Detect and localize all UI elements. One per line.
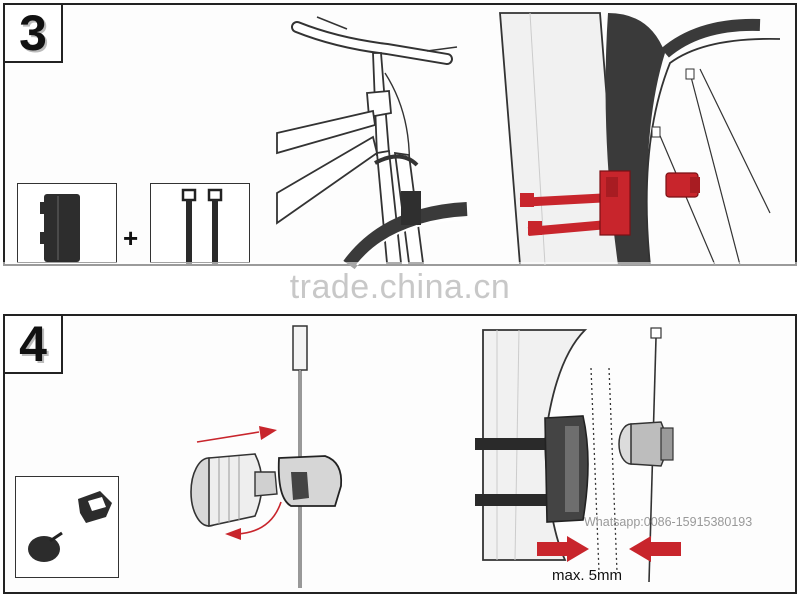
sensor-icon (40, 194, 80, 262)
step-4-panel: 4 (3, 314, 797, 594)
magnet-part-box (15, 476, 119, 578)
step-3-panel: 3 + (3, 3, 797, 270)
zip-tie-icon (181, 188, 223, 264)
magnet-parts-icon (28, 491, 112, 562)
bicycle-fork-icon (276, 16, 468, 270)
contact-watermark: Whatsapp:0086-15915380193 (584, 515, 753, 529)
magnet-side-view (618, 327, 674, 583)
gap-label: max. 5mm (552, 567, 623, 584)
plus-sign: + (123, 223, 139, 253)
gap-arrows (537, 536, 681, 562)
sensor-side-view (475, 329, 618, 573)
sensor-closeup (499, 12, 781, 266)
arrow-icon (196, 431, 260, 443)
zip-tie-part-box (150, 183, 250, 264)
step-number-4: 4 (5, 316, 63, 374)
sensor-part-box (17, 183, 117, 263)
step-number-3: 3 (5, 5, 63, 63)
spoke-icon (657, 130, 716, 266)
magnet-assembly (190, 325, 343, 588)
watermark: trade.china.cn (0, 262, 800, 312)
